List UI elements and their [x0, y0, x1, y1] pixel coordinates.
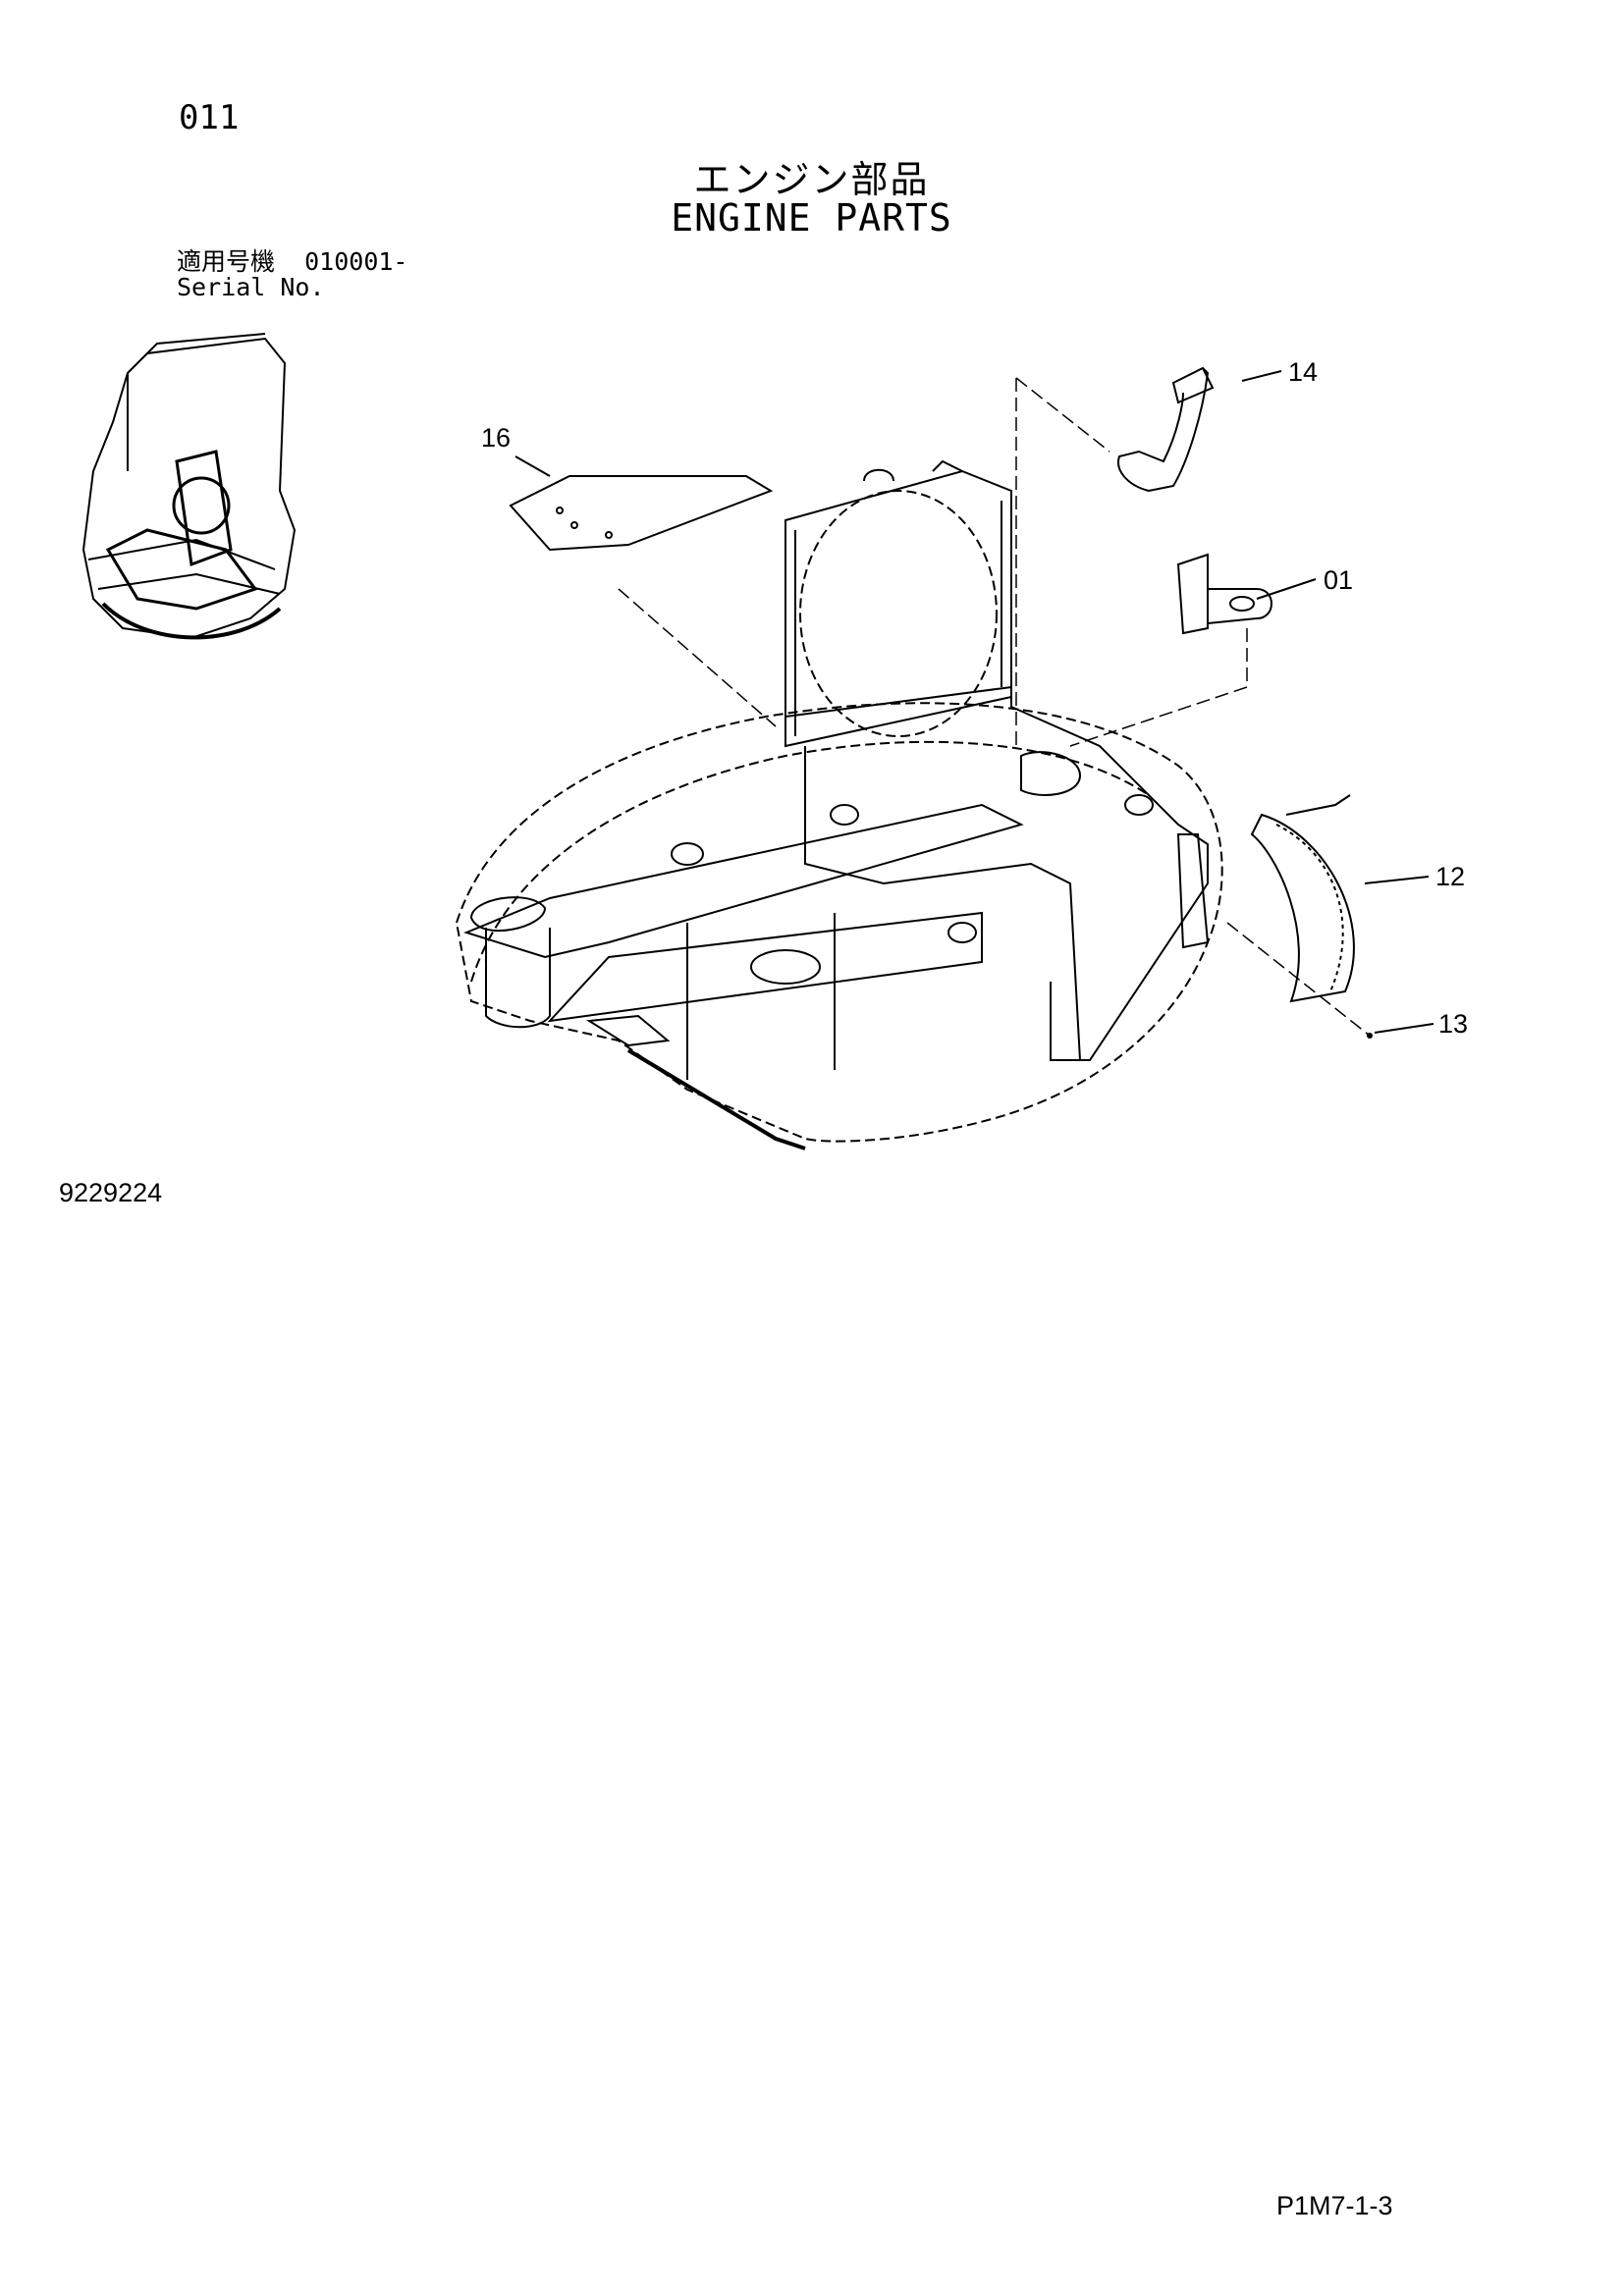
machine-thumbnail — [81, 333, 297, 640]
callout-12: 12 — [1435, 862, 1465, 891]
part-01-bracket — [1176, 553, 1272, 635]
callout-14: 14 — [1288, 357, 1318, 387]
serial-value: 010001- — [304, 247, 408, 276]
title-japanese: エンジン部品 — [693, 158, 930, 201]
assembly-lines — [618, 377, 1371, 1037]
part-16-plate — [509, 475, 774, 552]
title-english: ENGINE PARTS — [671, 196, 952, 240]
serial-block: 適用号機 010001- Serial No. — [177, 249, 407, 300]
callout-16: 16 — [481, 423, 511, 453]
serial-label-jp: 適用号機 — [177, 247, 276, 276]
leader-lines — [514, 370, 1434, 1034]
drawing-number: 9229224 — [59, 1178, 163, 1207]
radiator-frame — [784, 459, 1012, 748]
page-reference: P1M7-1-3 — [1276, 2191, 1393, 2220]
part-14-hose — [1117, 366, 1215, 493]
upper-frame-assembly — [455, 685, 1223, 1150]
page-code: 011 — [179, 98, 240, 137]
callout-13: 13 — [1438, 1009, 1468, 1039]
callout-01: 01 — [1324, 565, 1353, 595]
part-12-fan-guard — [1250, 794, 1355, 1003]
serial-label-en: Serial No. — [177, 273, 325, 301]
